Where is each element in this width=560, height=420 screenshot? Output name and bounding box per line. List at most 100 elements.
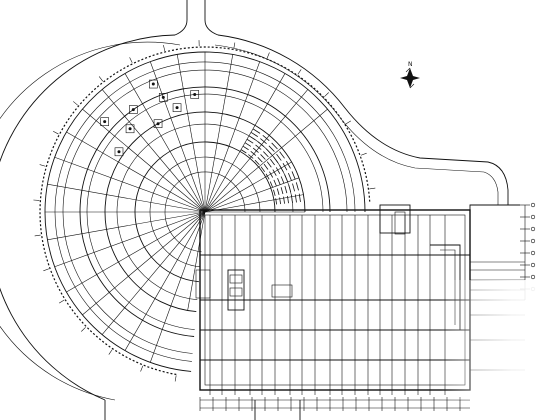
table-icon (153, 119, 163, 129)
seat-row (298, 193, 301, 203)
seat-row (262, 135, 270, 141)
grid-bubble (530, 214, 536, 220)
grid-bubble (530, 262, 536, 268)
table-icon (149, 79, 158, 89)
seat-row (292, 183, 296, 192)
dimension-tick (98, 76, 104, 82)
table-icon (193, 92, 197, 96)
seat-row (269, 171, 274, 178)
grid-bubble (530, 250, 536, 256)
seat-row (250, 150, 257, 156)
seat-row (248, 154, 254, 159)
seat-row (242, 145, 249, 151)
dimension-tick (345, 120, 352, 125)
radial-line (149, 61, 206, 213)
radial-line (204, 108, 328, 213)
dimension-tick (58, 299, 65, 304)
seat-row (260, 138, 267, 144)
table-icon (100, 117, 109, 126)
seat-row (269, 158, 275, 166)
seat-row (240, 149, 247, 154)
radial-line (66, 211, 206, 293)
seat-row (280, 187, 284, 195)
seat-row (282, 163, 288, 171)
seat-row (284, 174, 289, 183)
ring-arc (164, 171, 246, 253)
seat-row (255, 144, 262, 150)
seat-row (257, 157, 263, 163)
ring-arc (104, 111, 306, 313)
table-icon (151, 82, 155, 86)
seat-row (244, 142, 252, 147)
dimension-tick (108, 349, 113, 355)
seat-row (288, 172, 292, 181)
dimension-tick (369, 187, 376, 190)
dimension-tick (163, 45, 166, 52)
site-boundary (0, 34, 509, 420)
dimension-tick (129, 57, 133, 63)
north-arrow-icon: N (400, 61, 420, 89)
radial-line (54, 156, 206, 213)
seat-row (263, 163, 269, 170)
grid-bubble (530, 274, 536, 280)
dimension-tick (52, 130, 59, 135)
table-icon (156, 122, 160, 126)
seat-row (250, 131, 258, 137)
seat-row (280, 176, 285, 184)
north-label: N (408, 61, 413, 68)
radial-line (47, 211, 206, 241)
dimension-tick (140, 365, 144, 372)
seating-blocks (240, 128, 301, 205)
table-icon (190, 90, 200, 99)
circular-rings (39, 46, 371, 376)
seat-row (273, 179, 277, 187)
seat-row (275, 167, 281, 175)
radial-line (66, 131, 206, 213)
radial-line (204, 177, 300, 213)
seat-row (260, 166, 266, 172)
seat-row (265, 173, 270, 180)
ring-arc (54, 61, 356, 362)
seat-row (273, 189, 276, 196)
seat-row (279, 151, 285, 159)
fade-overlay (440, 280, 560, 400)
dimension-tick (43, 268, 50, 272)
grid-bubble (530, 238, 536, 244)
seat-row (246, 138, 254, 144)
table-icon (131, 108, 135, 112)
seat-row (290, 195, 293, 203)
radial-line (82, 211, 206, 316)
seat-row (266, 161, 272, 168)
table-icon (175, 106, 179, 110)
seat-row (252, 128, 261, 134)
grid-bubble (530, 226, 536, 232)
radial-line (82, 108, 206, 213)
radial-line (101, 89, 206, 213)
ring-arc (79, 86, 331, 337)
stair-core (227, 269, 245, 311)
radial-line (101, 211, 206, 335)
seat-row (295, 182, 299, 191)
seat-row (273, 156, 279, 164)
table-icon (128, 127, 132, 131)
table-icon (103, 120, 107, 124)
dimension-tick (81, 327, 86, 332)
seat-row (294, 194, 297, 203)
table-icon (161, 95, 165, 99)
seat-row (252, 147, 259, 153)
seat-row (260, 154, 266, 160)
dimension-lines (33, 40, 536, 411)
dimension-tick (266, 52, 270, 59)
ring-arc (44, 51, 366, 372)
ring-arc (62, 69, 348, 354)
seat-row (263, 151, 269, 158)
seat-row (283, 196, 285, 204)
dimension-tick (39, 164, 46, 167)
dimension-tick (34, 234, 41, 237)
seat-row (277, 178, 281, 185)
seat-row (272, 169, 277, 176)
seat-row (269, 181, 274, 188)
radial-line (204, 194, 304, 213)
seat-row (288, 184, 292, 193)
